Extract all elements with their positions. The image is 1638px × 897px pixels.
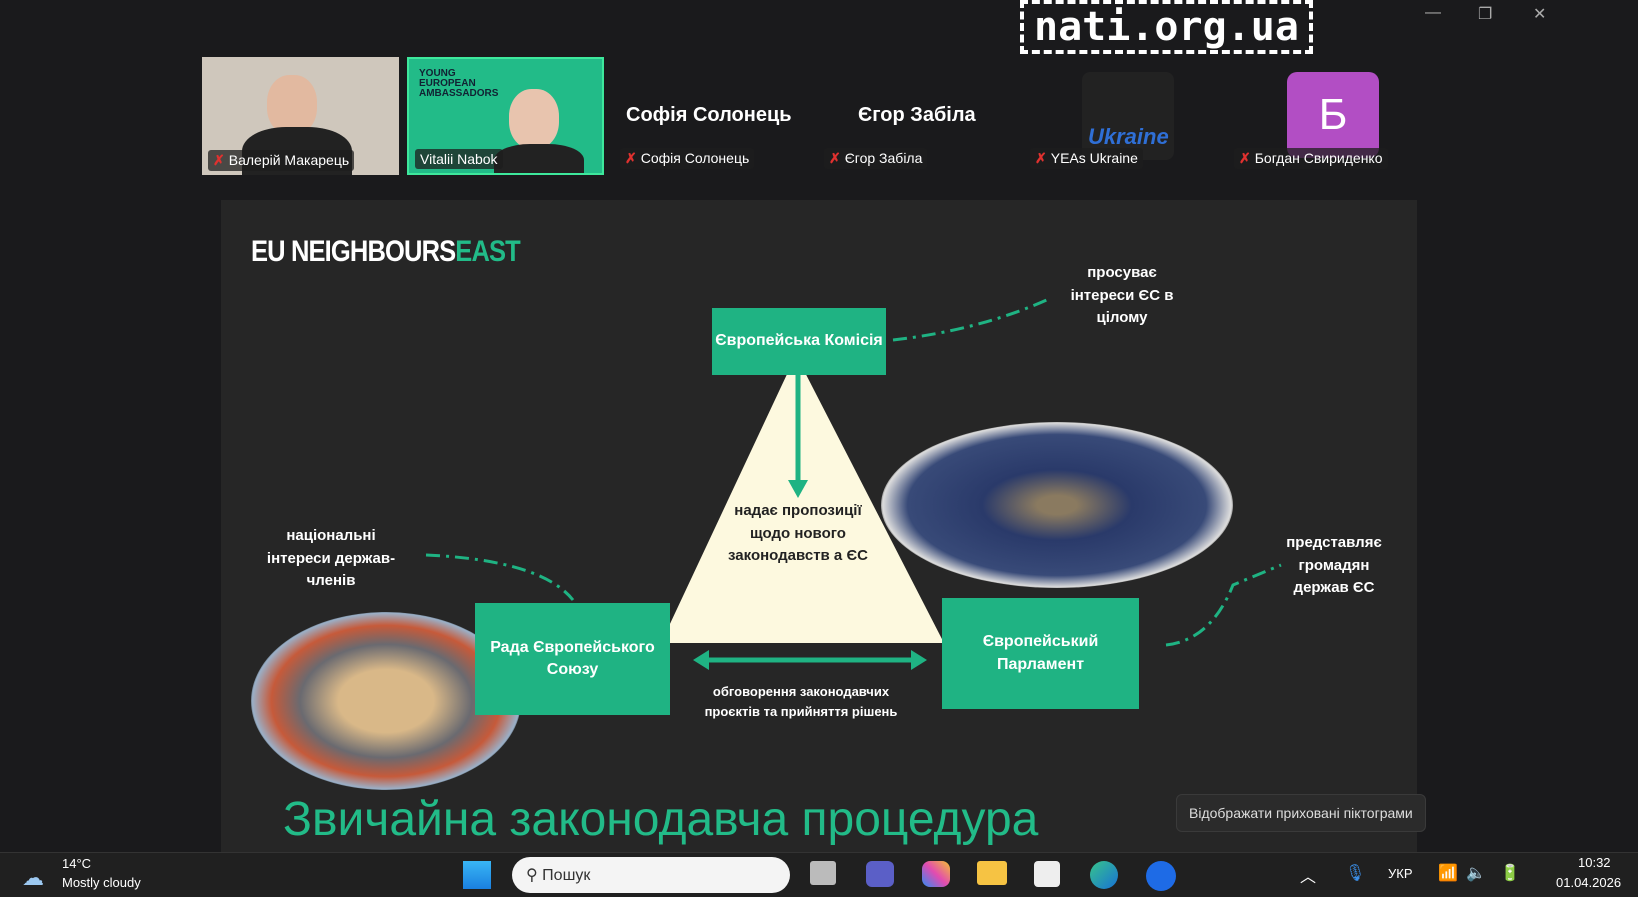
yea-logo: YOUNG EUROPEAN AMBASSADORS [419, 68, 499, 99]
triangle-text: надає пропозиції щодо нового законодавст… [728, 502, 868, 564]
mic-muted-icon: ✗ [829, 150, 841, 166]
arrow-down-head [788, 480, 808, 498]
parliament-note: представляє громадян держав ЄС [1286, 534, 1382, 596]
clock-time[interactable]: 10:32 [1578, 855, 1611, 870]
weather-icon[interactable]: ☁ [22, 865, 44, 890]
slide-title: Звичайна законодавча процедура [283, 793, 1039, 846]
connector [425, 553, 575, 601]
participant-name: ✗Софія Солонець [620, 148, 755, 169]
participant-name: ✗Єгор Забіла [824, 148, 928, 169]
connector [1165, 563, 1282, 647]
participant-display-name: Єгор Забіла [858, 104, 976, 126]
file-explorer-icon[interactable] [977, 861, 1007, 885]
minimize-button[interactable]: — [1425, 4, 1441, 21]
shared-slide: EU NEIGHBOURSEAST Європейська Комісія пр… [221, 200, 1417, 852]
commission-note: просуває інтереси ЄС в цілому [1070, 264, 1174, 326]
copilot-icon[interactable] [922, 861, 950, 887]
avatar: Б [1287, 72, 1379, 158]
store-icon[interactable] [1034, 861, 1060, 887]
tooltip: Відображати приховані піктограми [1176, 794, 1426, 832]
participant-tile-valerii[interactable]: ✗Валерій Макарець [202, 57, 399, 175]
commission-box: Європейська Комісія [712, 308, 886, 375]
search-input[interactable]: ⚲ Пошук [512, 857, 790, 893]
teams-icon[interactable] [866, 861, 894, 887]
show-hidden-icons[interactable]: ︿ [1300, 869, 1317, 886]
edge-icon[interactable] [1090, 861, 1118, 889]
volume-icon[interactable]: 🔈 [1466, 865, 1486, 882]
participant-tile-vitalii[interactable]: YOUNG EUROPEAN AMBASSADORS Vitalii Nabok [407, 57, 604, 175]
council-note: національні інтереси держав-членів [266, 527, 396, 589]
taskbar: ☁ 14°C Mostly cloudy ⚲ Пошук ︿ 🎙 УКР 📶 🔈… [0, 852, 1638, 897]
participant-display-name: Софія Солонець [626, 104, 792, 126]
bottom-note: обговорення законодавчих проєктів та при… [704, 684, 898, 719]
triangle [661, 355, 944, 643]
weather-text[interactable]: Mostly cloudy [62, 875, 141, 890]
temperature[interactable]: 14°C [62, 856, 92, 871]
participant-name: ✗Богдан Свириденко [1234, 148, 1388, 169]
yeas-ukraine-logo: Ukraine [1082, 72, 1174, 160]
participant-name: Vitalii Nabok [415, 149, 503, 169]
diagram-shapes [425, 296, 1282, 670]
parliament-photo [881, 422, 1233, 588]
council-box: Рада Європейського Союзу [475, 603, 670, 715]
parliament-box: Європейський Парламент [942, 598, 1139, 709]
zoom-icon[interactable] [1146, 861, 1176, 891]
eu-neighbours-east-logo: EU NEIGHBOURSEAST [251, 235, 521, 268]
mic-muted-icon: ✗ [213, 152, 225, 168]
restore-button[interactable]: ❐ [1478, 6, 1493, 23]
connector [892, 296, 1052, 342]
participant-name: ✗Валерій Макарець [208, 150, 355, 171]
language-indicator[interactable]: УКР [1388, 866, 1413, 881]
mic-muted-icon: ✗ [625, 150, 637, 166]
watermark: nati.org.ua [1020, 0, 1313, 54]
close-button[interactable]: ✕ [1533, 6, 1547, 23]
arrow-right-head [911, 650, 927, 670]
task-view-icon[interactable] [810, 861, 836, 885]
participant-name: ✗YEAs Ukraine [1030, 148, 1143, 169]
mic-icon[interactable]: 🎙 [1345, 865, 1366, 882]
clock-date[interactable]: 01.04.2026 [1556, 875, 1622, 890]
mic-muted-icon: ✗ [1035, 150, 1047, 166]
battery-icon[interactable]: 🔋 [1500, 865, 1520, 882]
search-icon: ⚲ [526, 867, 543, 884]
mic-muted-icon: ✗ [1239, 150, 1251, 166]
arrow-left-head [693, 650, 709, 670]
wifi-icon[interactable]: 📶 [1438, 865, 1458, 882]
start-icon[interactable] [463, 861, 491, 889]
